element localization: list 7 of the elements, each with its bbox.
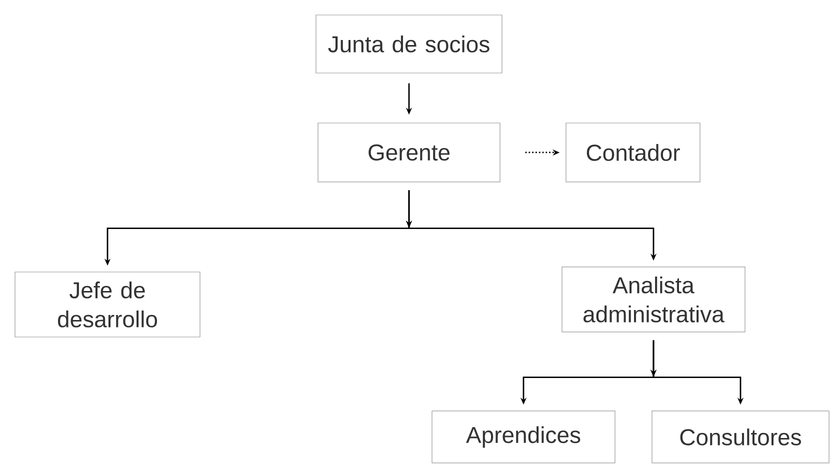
org-box: Contador	[566, 122, 700, 182]
org-box: Gerente	[318, 122, 500, 182]
org-box: Aprendices	[432, 410, 616, 464]
org-box: Jefe de desarrollo	[14, 272, 200, 338]
org-box: Analista administrativa	[562, 266, 746, 332]
org-box: Consultores	[652, 410, 830, 464]
org-box: Junta de socios	[316, 14, 502, 74]
